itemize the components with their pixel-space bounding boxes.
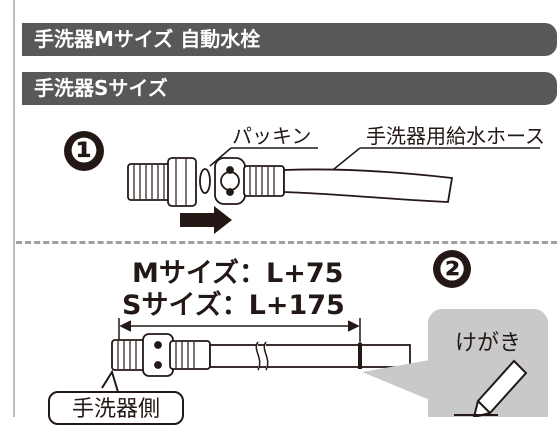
hose-nut-step1	[214, 157, 285, 205]
break-mark	[255, 341, 269, 371]
packing-ring	[199, 168, 211, 194]
step-2-number: ❷	[433, 250, 471, 288]
left-margin-rule	[13, 0, 15, 417]
fitting-with-hose-step2	[111, 333, 411, 377]
illustrations	[101, 147, 540, 400]
step-1-number: ❶	[64, 131, 104, 171]
hose-step1	[283, 168, 454, 203]
faucet-side-tag: 手洗器側	[48, 391, 184, 425]
threaded-fitting-step1	[127, 157, 197, 207]
scriber-pen-icon	[454, 359, 528, 417]
packing-label: パッキン	[232, 124, 312, 148]
section-banner-s: 手洗器Sサイズ	[22, 72, 557, 105]
marking-callout: けがき	[428, 309, 548, 417]
tag-pointer	[101, 369, 119, 393]
s-size-length: Sサイズ：L+175	[122, 290, 345, 321]
callout-pointer	[362, 360, 430, 400]
marking-label: けがき	[454, 331, 521, 356]
hose-label: 手洗器用給水ホース	[366, 124, 545, 148]
m-size-length: Mサイズ：L+75	[132, 258, 344, 289]
arrow-right-icon	[180, 206, 232, 234]
marking-line	[358, 343, 362, 369]
section-divider	[16, 241, 557, 244]
section-banner-m-auto: 手洗器Mサイズ 自動水栓	[22, 23, 557, 56]
